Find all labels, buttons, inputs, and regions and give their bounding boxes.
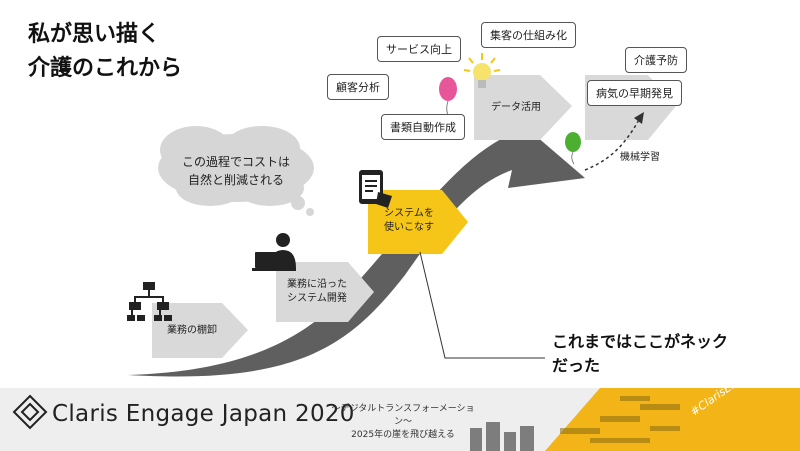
ml-dashed-arrow (584, 117, 641, 171)
pink-balloon-icon (439, 77, 457, 119)
title-line-1: 私が思い描く (28, 22, 161, 47)
office-illustration (560, 396, 680, 443)
tagline-line-2: 2025年の崖を飛び越える (351, 430, 455, 440)
chevron-step-2 (276, 262, 374, 322)
step-3-label: システムを 使いこなす (368, 207, 450, 235)
customer-acquisition-box: 集客の仕組み化 (481, 22, 576, 48)
slide-title: 私が思い描く 介護のこれから (28, 18, 182, 86)
footer-graphics (12, 388, 800, 451)
chevron-step-1 (152, 303, 248, 358)
customer-analysis-box: 顧客分析 (327, 74, 389, 100)
auto-document-box: 書類自動作成 (381, 114, 465, 140)
rising-arrow (128, 118, 585, 377)
bottleneck-callout: これまではここがネック だった (552, 330, 728, 378)
thought-cloud-text: この過程でコストは 自然と削減される (168, 153, 304, 189)
step-2-line-1: 業務に沿った (287, 279, 347, 290)
claris-logo-icon (12, 394, 48, 430)
person-laptop-icon (252, 233, 296, 271)
care-prevention-box: 介護予防 (625, 47, 687, 73)
cloud-line-2: 自然と削減される (187, 173, 284, 187)
green-balloon-icon (565, 132, 581, 165)
callout-line (419, 251, 545, 359)
step-2-line-2: システム開発 (287, 293, 347, 304)
chevron-step-3 (368, 190, 468, 254)
thought-cloud-shape (158, 126, 314, 216)
machine-learning-label: 機械学習 (620, 152, 660, 163)
tablet-icon (359, 170, 392, 208)
service-improvement-box: サービス向上 (377, 36, 461, 62)
cloud-line-1: この過程でコストは (181, 155, 290, 169)
ml-arrow-head (634, 112, 644, 124)
step-4-label: データ活用 (491, 102, 541, 113)
lightbulb-icon (463, 53, 501, 88)
step-3-line-2: 使いこなす (384, 222, 434, 233)
event-tagline: ～デジタルトランスフォーメーション～ 2025年の崖を飛び越える (328, 403, 478, 442)
city-blocks-illustration (470, 422, 534, 451)
step-3-line-1: システムを (384, 208, 434, 219)
org-chart-icon (127, 282, 172, 321)
callout-line-2: だった (552, 356, 601, 375)
early-detection-box: 病気の早期発見 (587, 80, 682, 106)
tagline-line-1: ～デジタルトランスフォーメーション～ (331, 404, 475, 427)
footer-yellow-panel (545, 388, 800, 451)
step-2-label: 業務に沿った システム開発 (276, 278, 358, 306)
title-line-2: 介護のこれから (28, 56, 183, 81)
chevron-step-4 (474, 75, 572, 140)
callout-line-1: これまではここがネック (552, 332, 729, 351)
step-1-label: 業務の棚卸 (167, 325, 217, 336)
brand-name: Claris Engage Japan 2020 (52, 401, 355, 427)
